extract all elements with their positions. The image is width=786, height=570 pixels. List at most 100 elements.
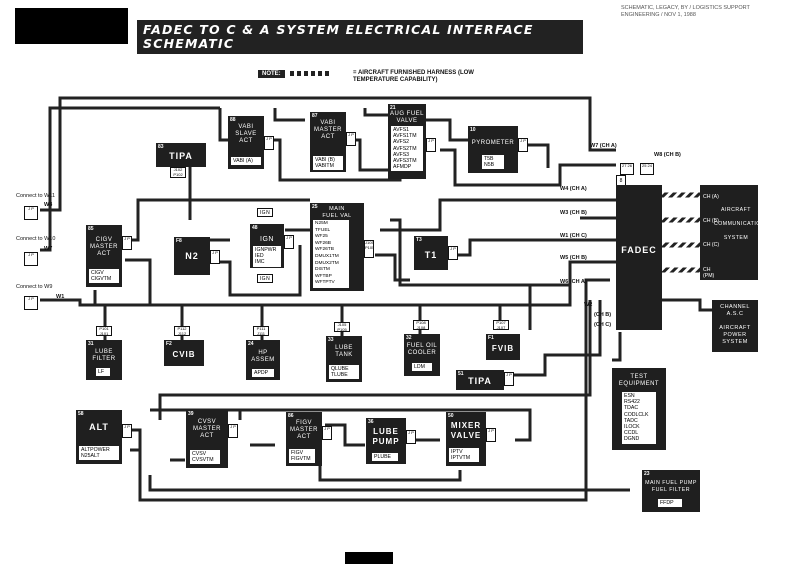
alternator[interactable]: 58 ALT ALTPOWER N25ALT [76, 410, 122, 464]
component-label: FVIB [491, 344, 515, 353]
signal-list: N25M TFUEL WF25 WF26B WF26TB DMUX1TM DMU… [313, 220, 349, 288]
fuel-oil-cooler[interactable]: 32 FUEL OIL COOLER LDM [404, 334, 440, 376]
component-label: PYROMETER [471, 140, 515, 146]
connector-vabi-slave: J P [264, 136, 274, 150]
signal-list: T5B N5B [482, 155, 504, 170]
component-number: 36 [368, 419, 374, 425]
component-number: 32 [406, 335, 412, 341]
page-title: FADEC TO C & A SYSTEM ELECTRICAL INTERFA… [137, 20, 583, 54]
channel-a-label: CH (A) [703, 194, 719, 200]
component-number: F1 [488, 335, 494, 341]
test-equipment[interactable]: TEST EQUIPMENT ESN RS422 TDAC CODLCLK TA… [612, 368, 666, 450]
component-number: 31 [88, 341, 94, 347]
signal-list: ALTPOWER N25ALT [79, 446, 119, 461]
component-label: MAIN FUEL PUMP FUEL FILTER [645, 480, 697, 493]
vabi-master-actuator[interactable]: 87 VABI MASTER ACT VABI (B) VABITM [310, 112, 346, 172]
wire-label-w8-left: W8 [44, 202, 53, 208]
component-label: TIPA [468, 376, 492, 386]
aug-fuel-valve[interactable]: 21 AUG FUEL VALVE AVFS1 AVFS1TM AVFS2 AV… [388, 104, 426, 179]
component-label: LUBE PUMP [372, 427, 400, 446]
component-label: CVSV MASTER ACT [192, 419, 221, 439]
n2-sensor[interactable]: F8 N2 [174, 237, 210, 275]
channel-c-label: CH (C) [703, 242, 720, 248]
component-number: 23 [644, 471, 650, 477]
wire-label-w2: W2 [584, 302, 593, 308]
main-fuel-pump-filter[interactable]: 23 MAIN FUEL PUMP FUEL FILTER FFDP [642, 470, 700, 512]
connector-vabi-master: J P [346, 132, 356, 146]
channel-asc-power-system[interactable]: CHANNEL A.S.C AIRCRAFT POWER SYSTEM [712, 300, 758, 352]
t1-sensor[interactable]: T3 T1 [414, 236, 448, 270]
lube-pump[interactable]: 36 LUBE PUMP PLUBE [366, 418, 406, 464]
ign-tag-top: IGN [257, 208, 273, 217]
signal-list: QLUBE TLUBE [329, 365, 359, 380]
component-label: FUEL OIL COOLER [406, 343, 438, 356]
wire-label-ch-c: (CH C) [594, 322, 612, 328]
connector-cigv: J P [122, 236, 132, 250]
main-fuel-valve[interactable]: 25 MAIN FUEL VAL N25M TFUEL WF25 WF26B W… [310, 203, 364, 291]
fadec-connector-25-24: 25 24 [640, 163, 654, 175]
cigv-master-actuator[interactable]: 85 CIGV MASTER ACT CIGV CIGVTM [86, 225, 122, 287]
signal-list: LF [96, 368, 110, 377]
wire-label-w7-left: W7 [44, 246, 53, 252]
connector-left-w10: J P [24, 252, 38, 266]
component-label: FADEC [621, 245, 657, 255]
component-label: MIXER VALVE [450, 421, 482, 440]
component-number: 51 [458, 371, 464, 377]
component-label: AIRCRAFT COMMUNICATION SYSTEM [714, 207, 766, 241]
signal-list: APDP [252, 369, 274, 378]
component-number: F2 [166, 341, 172, 347]
wire-label-w3-ch-b: W3 (CH B) [560, 210, 587, 216]
connector-left-w9: J P [24, 296, 38, 310]
tipa-lower[interactable]: 51 TIPA [456, 370, 504, 390]
component-number: 87 [312, 113, 318, 119]
figv-master-actuator[interactable]: 86 FIGV MASTER ACT FIGV FIGVTM [286, 412, 322, 466]
signal-list: VABI (B) VABITM [313, 156, 343, 171]
signal-list: PLUBE [372, 453, 398, 462]
connector-aug-valve: J P [426, 138, 436, 152]
component-label: TEST EQUIPMENT [618, 374, 660, 387]
cvsv-master-actuator[interactable]: 39 CVSV MASTER ACT CVSV CVSVTM [186, 410, 228, 468]
connector-figv: J P [322, 426, 332, 440]
component-label: TIPA [169, 151, 193, 161]
connector-left-w11: J P [24, 206, 38, 220]
signal-list: VABI (A) [231, 157, 261, 166]
component-label: CHANNEL A.S.C AIRCRAFT POWER SYSTEM [719, 304, 751, 345]
connector-fvib: P107 J107 [493, 320, 509, 330]
component-label: CIGV MASTER ACT [89, 237, 118, 257]
ign-tag-bottom: IGN [257, 274, 273, 283]
fvib-sensor[interactable]: F1 FVIB [486, 334, 520, 360]
pyrometer[interactable]: 10 PYROMETER T5B N5B [468, 126, 518, 173]
vabi-slave-actuator[interactable]: 88 VABI SLAVE ACT VABI (A) [228, 116, 264, 169]
component-number: 88 [230, 117, 236, 123]
wire-label-connect-w9: Connect to W9 [16, 284, 53, 290]
cvib-sensor[interactable]: F2 CVIB [164, 340, 204, 366]
connector-lube-filter: P101 J101 [96, 326, 112, 336]
component-label: AUG FUEL VALVE [389, 111, 424, 124]
channel-pm-label: CH (PM) [703, 267, 715, 280]
component-number: 83 [158, 144, 164, 150]
component-number: F8 [176, 238, 182, 244]
aircraft-communication-system[interactable]: AIRCRAFT COMMUNICATION SYSTEM CH (A) CH … [700, 185, 766, 280]
component-number: 10 [470, 127, 476, 133]
tipa-upper[interactable]: 83 TIPA [156, 143, 206, 167]
wire-label-w7-ch-a: W7 (CH A) [590, 143, 617, 149]
component-label: LUBE TANK [335, 345, 353, 358]
hp-assembly[interactable]: 24 HP ASSEM APDP [246, 340, 280, 380]
ignition-exciter[interactable]: 48 IGN IGNPWR IED IMC [250, 224, 284, 268]
signal-list: ESN RS422 TDAC CODLCLK TADC ILOCK CCDL D… [622, 392, 656, 444]
hatched-line-symbol [290, 70, 331, 76]
component-label: FIGV MASTER ACT [289, 420, 318, 440]
signal-list: LDM [412, 363, 432, 372]
connector-cvsv: J P [228, 424, 238, 438]
lube-filter[interactable]: 31 LUBE FILTER LF [86, 340, 122, 380]
component-number: 25 [312, 204, 318, 210]
component-label: N2 [185, 251, 199, 261]
mixer-valve[interactable]: 50 MIXER VALVE IPTV IPTVTM [446, 412, 486, 466]
signal-list: CIGV CIGVTM [89, 269, 119, 284]
component-number: 39 [188, 411, 194, 417]
fadec-unit[interactable]: FADEC [616, 185, 662, 330]
channel-b-label: CH (B) [703, 218, 719, 224]
component-number: 24 [248, 341, 254, 347]
component-label: MAIN FUEL VAL [322, 206, 352, 219]
lube-tank[interactable]: 33 LUBE TANK QLUBE TLUBE [326, 336, 362, 382]
